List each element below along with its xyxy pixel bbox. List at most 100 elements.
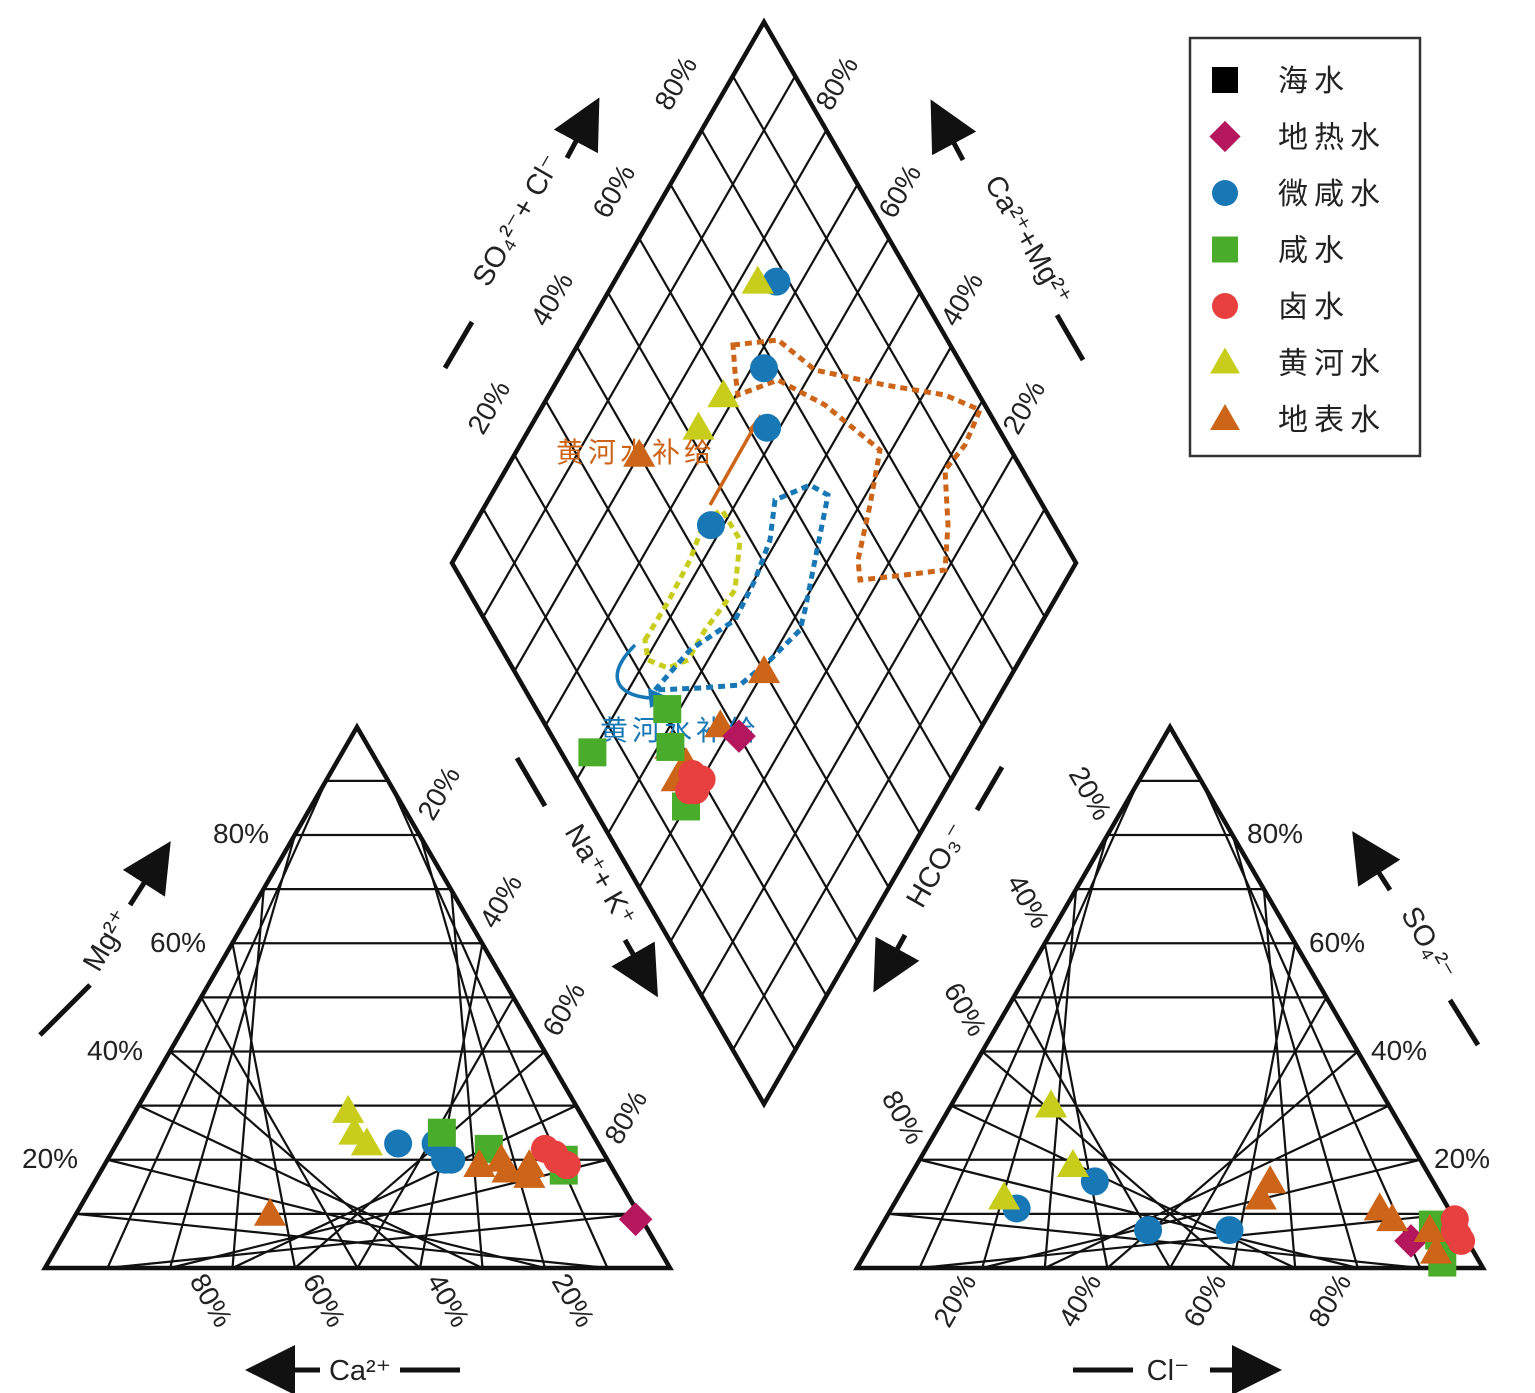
tick-label: 60% (536, 977, 591, 1041)
legend-item: 卤水 (1212, 291, 1344, 324)
tick-label: 80% (809, 51, 864, 115)
data-point (427, 1118, 456, 1147)
yellow-river-group-outline (642, 506, 743, 671)
tick-label: 40% (934, 267, 989, 331)
tick-label: 60% (938, 977, 993, 1041)
legend-label: 地热水 (1278, 122, 1386, 155)
data-point (753, 413, 782, 442)
grid-line (700, 129, 1015, 672)
grid-line (1200, 780, 1422, 1269)
data-point (513, 1149, 546, 1178)
data-point (656, 732, 685, 761)
grid-line (418, 834, 547, 1269)
grid-line (107, 1158, 546, 1270)
data-point (687, 765, 716, 794)
grid-line (138, 1104, 483, 1269)
data-point (623, 438, 656, 467)
legend-marker (1210, 404, 1240, 431)
data-point (707, 379, 740, 408)
tick-label: 60% (586, 159, 641, 223)
tick-label: 60% (1309, 927, 1365, 958)
tick-label: 80% (1247, 818, 1303, 849)
legend-label: 地表水 (1278, 404, 1386, 437)
legend-item: 咸水 (1212, 235, 1350, 268)
data-point (1215, 1216, 1244, 1245)
tick-label: 20% (22, 1143, 78, 1174)
grid-line (76, 1212, 608, 1270)
grid-line (169, 1050, 421, 1269)
grid-line (981, 1050, 1234, 1269)
data-point (1413, 1214, 1446, 1243)
axis-label-so4: SO₄²⁻ (1394, 901, 1461, 985)
tick-label: 60% (150, 927, 206, 958)
grid-line (418, 943, 484, 1269)
grid-line (544, 183, 859, 726)
data-point (437, 1145, 466, 1174)
cation-triangle-outline (41, 722, 674, 1271)
data-point (1034, 1089, 1068, 1118)
tick-label: 80% (648, 51, 703, 115)
tick-label: 40% (1001, 869, 1056, 933)
axis-so4: SO₄²⁻ (1352, 831, 1481, 1047)
legend-label: 咸水 (1278, 235, 1350, 268)
grid-line (1169, 996, 1328, 1269)
tick-label: 80% (598, 1085, 653, 1149)
tick-label: 20% (1434, 1143, 1490, 1174)
axis-label-mg: Mg²⁺ (77, 904, 137, 977)
axis-label-ca-mg: Ca²⁺+Mg²⁺ (978, 170, 1078, 311)
data-point (1244, 1181, 1277, 1210)
legend-marker (1212, 67, 1238, 93)
tick-label: 80% (876, 1085, 931, 1149)
tick-label: 40% (1052, 1268, 1107, 1332)
tick-label: 80% (184, 1268, 239, 1332)
diamond-outline (449, 17, 1079, 1109)
data-point (618, 1202, 653, 1237)
legend-item: 微咸水 (1212, 178, 1380, 211)
brackish-group-outline (649, 482, 831, 693)
tick-label: 40% (87, 1035, 143, 1066)
data-point (253, 1197, 287, 1226)
data-point (552, 1151, 581, 1180)
tick-label: 20% (546, 1268, 601, 1332)
tick-label: 40% (524, 267, 579, 331)
data-point (741, 265, 774, 294)
data-point (747, 655, 781, 684)
legend-item: 黄河水 (1210, 347, 1380, 381)
tick-label: 80% (1302, 1268, 1357, 1332)
legend-marker (1210, 347, 1240, 374)
legend-marker (1212, 180, 1238, 206)
grid-line (731, 75, 1046, 618)
tick-label: 20% (1063, 761, 1118, 825)
legend-item: 地热水 (1209, 120, 1386, 155)
axis-label-na-k: Na⁺+ K⁺ (558, 819, 642, 932)
surface-water-group-outline (730, 337, 984, 583)
grid-line (638, 237, 953, 780)
data-point (750, 354, 778, 383)
grid-line (482, 75, 797, 618)
data-point (696, 511, 725, 540)
data-point (578, 738, 607, 767)
tick-label: 40% (1371, 1035, 1427, 1066)
axis-label-hco3: HCO₃⁻ (900, 818, 973, 913)
data-point (1134, 1216, 1163, 1245)
anion-triangle-outline (853, 722, 1487, 1271)
data-point (722, 719, 756, 753)
data-point (332, 1094, 365, 1123)
axis-label-ca: Ca²⁺ (329, 1355, 391, 1387)
legend-item: 海水 (1212, 65, 1344, 98)
grid-line (919, 1158, 1359, 1270)
grid-line (387, 780, 609, 1269)
tick-label: 20% (927, 1268, 982, 1332)
tick-label: 40% (421, 1268, 476, 1332)
grid-line (1231, 943, 1297, 1269)
tick-label: 20% (461, 375, 516, 439)
data-markers (253, 265, 1476, 1277)
cation-mg-ticks: 20% 40% 60% 80% (22, 818, 269, 1174)
data-point (1419, 1235, 1453, 1264)
data-point (682, 411, 715, 440)
data-point (1056, 1149, 1090, 1178)
anion-triangle-grid (888, 779, 1452, 1270)
data-point (653, 695, 682, 724)
